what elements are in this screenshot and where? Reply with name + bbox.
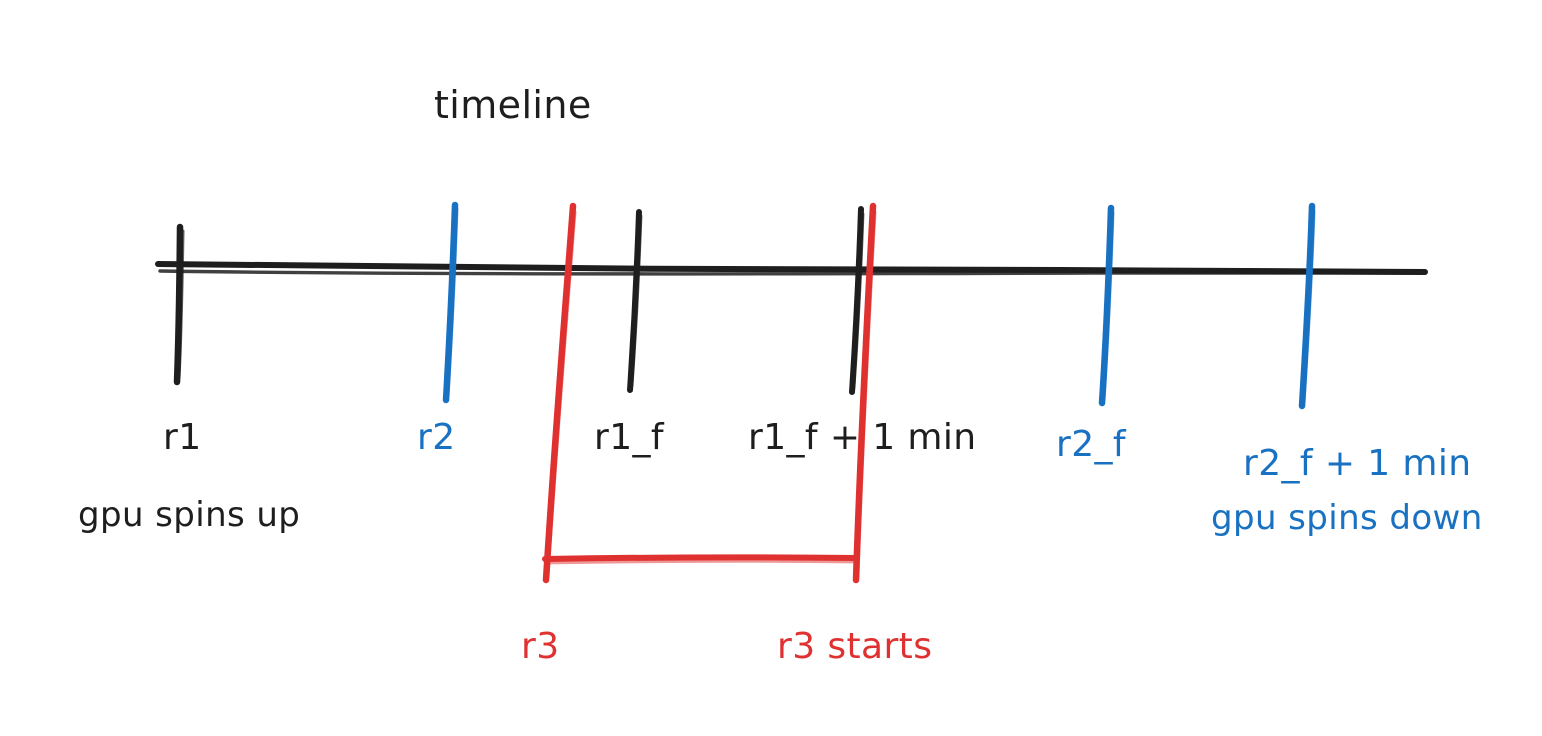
tick-label-r2: r2: [417, 417, 456, 458]
tick-r1-f-plus-1-min: [849, 206, 865, 395]
page-title: timeline: [434, 83, 592, 127]
tick-label-r2-f: r2_f: [1056, 424, 1127, 465]
bracket-label-r3-starts: r3 starts: [777, 626, 932, 667]
tick-label-r1-f: r1_f: [594, 417, 665, 458]
tick-r1-f: [627, 209, 643, 393]
tick-r2-f: [1098, 204, 1115, 407]
tick-label-r2-f-plus-1-min: r2_f + 1 min: [1243, 443, 1471, 484]
tick-sublabel-gpu-spins-down: gpu spins down: [1211, 498, 1483, 538]
r3-bracket: [542, 202, 877, 584]
tick-sublabel-gpu-spins-up: gpu spins up: [78, 495, 300, 535]
timeline-axis: [155, 261, 1428, 276]
tick-r1: [173, 223, 185, 386]
bracket-label-r3: r3: [521, 626, 560, 667]
tick-r2: [442, 201, 459, 404]
tick-r2-f-plus-1-min: [1298, 202, 1316, 410]
tick-label-r1: r1: [163, 417, 202, 458]
